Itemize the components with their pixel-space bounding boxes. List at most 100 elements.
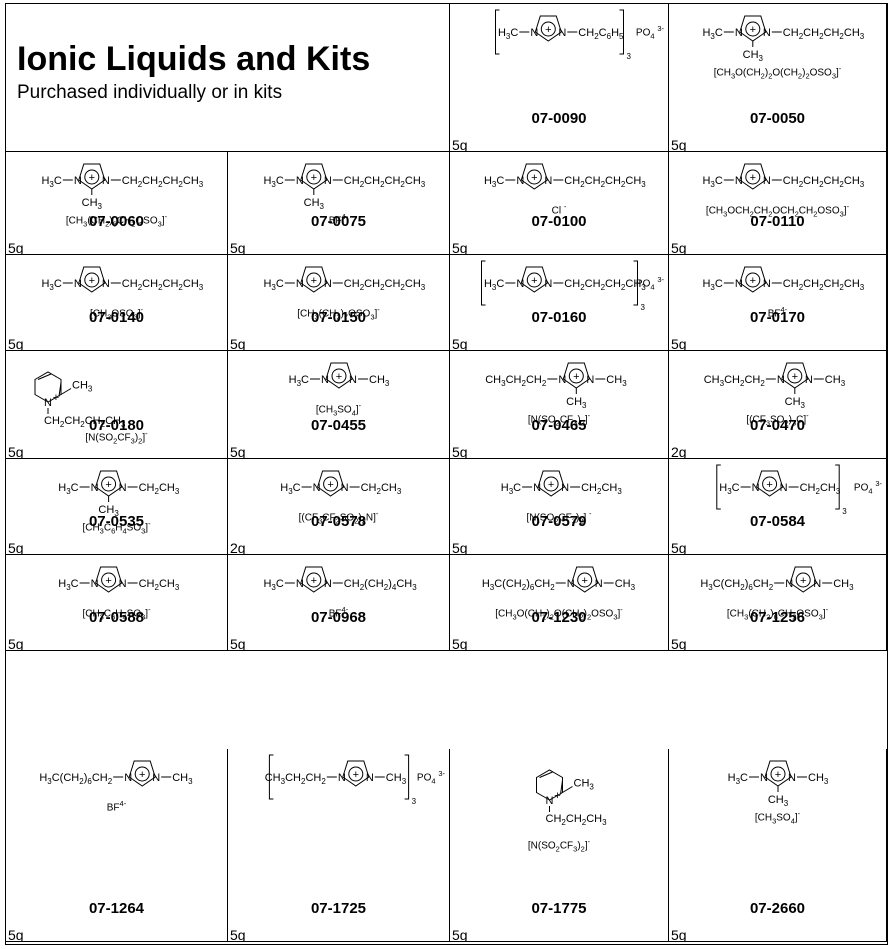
product-code: 07-0060 — [88, 213, 145, 230]
plus-sign: + — [327, 479, 333, 491]
right-substituent: CH3 — [833, 578, 854, 592]
package-size: 5g — [452, 927, 468, 942]
package-size: 5g — [671, 636, 687, 651]
package-size: 5g — [8, 336, 24, 351]
nitrogen-label: N — [324, 175, 332, 187]
product-code: 07-0170 — [749, 309, 806, 326]
stoichiometry-subscript: 3 — [412, 797, 417, 806]
plus-sign: + — [581, 575, 587, 587]
product-code: 07-0535 — [88, 513, 145, 530]
imidazolium-ring — [78, 266, 106, 293]
positive-charge-icon — [348, 766, 364, 782]
product-code: 07-0578 — [310, 513, 367, 530]
right-substituent: CH2CH3 — [139, 482, 180, 496]
nitrogen-label: N — [533, 482, 541, 494]
nitrogen-label: N — [595, 578, 603, 590]
imidazolium-ring — [520, 266, 548, 293]
positive-charge-icon — [543, 476, 559, 492]
anion-formula: [CH3(CH2)6CH2OSO3]- — [65, 212, 168, 229]
anion-formula: PO4 3- — [635, 275, 664, 292]
nitrogen-label: N — [124, 772, 132, 784]
nitrogen-label: N — [785, 578, 793, 590]
anion-formula: [(CF3CF2SO2)2N]- — [298, 509, 379, 526]
anion-formula: [CH3SO4]- — [315, 401, 362, 418]
plus-sign: + — [750, 172, 756, 184]
nitrogen-label: N — [119, 578, 127, 590]
product-code: 07-0050 — [749, 110, 806, 127]
left-substituent: H3C — [719, 482, 739, 496]
imidazolium-ring — [562, 362, 590, 389]
nitrogen-label: N — [763, 278, 771, 290]
package-size: 5g — [671, 240, 687, 255]
methyl-substituent: CH3 — [566, 396, 587, 410]
plus-sign: + — [139, 769, 145, 781]
right-substituent: CH2CH2CH2CH3 — [783, 27, 865, 41]
right-substituent: CH2CH2CH2CH3 — [344, 278, 426, 292]
package-size: 5g — [452, 444, 468, 459]
positive-charge-icon — [762, 476, 778, 492]
left-substituent: H3C(CH2)6CH2 — [39, 772, 112, 786]
imidazolium-ring — [342, 760, 370, 787]
imidazolium-ring — [781, 362, 809, 389]
page-title: Ionic Liquids and Kits — [17, 40, 371, 78]
right-substituent: CH2CH3 — [361, 482, 402, 496]
imidazolium-ring — [520, 163, 548, 190]
left-substituent: H3C(CH2)6CH2 — [482, 578, 555, 592]
package-size: 5g — [671, 927, 687, 942]
left-substituent: H3C — [41, 175, 61, 189]
plus-sign: + — [105, 479, 111, 491]
positive-charge-icon — [84, 169, 100, 185]
anion-formula: Cl - — [551, 202, 567, 217]
nitrogen-label: N — [763, 175, 771, 187]
imidazolium-ring — [128, 760, 156, 787]
nitrogen-label: N — [516, 278, 524, 290]
alkyl-chain: CH2CH2CH3 — [546, 813, 608, 827]
plus-sign: + — [800, 575, 806, 587]
anion-formula: [CH3(CH2)7OSO3]- — [297, 305, 380, 322]
right-substituent: CH2C6H5 — [578, 27, 624, 41]
imidazolium-ring — [739, 266, 767, 293]
package-size: 5g — [8, 444, 24, 459]
methyl-substituent: CH3 — [72, 380, 93, 394]
alkyl-chain: CH2CH2CH2CH3 — [44, 415, 126, 429]
left-substituent: CH3CH2CH2 — [704, 374, 766, 388]
methyl-substituent: CH3 — [573, 778, 594, 792]
bracket: 3 — [716, 464, 847, 516]
product-code: 07-0090 — [531, 110, 587, 127]
nitrogen-label: N — [44, 397, 52, 409]
imidazolium-ring — [300, 266, 328, 293]
plus-sign: + — [554, 790, 560, 802]
imidazolium-ring — [764, 760, 792, 787]
nitrogen-label: N — [777, 374, 785, 386]
pyridine-ring — [536, 769, 563, 801]
product-code: 07-0110 — [750, 213, 805, 230]
page-subtitle: Purchased individually or in kits — [17, 82, 283, 103]
product-code: 07-1256 — [749, 609, 806, 626]
imidazolium-ring — [571, 566, 599, 593]
left-substituent: H3C — [263, 278, 283, 292]
anion-formula: [CH3O(CH2)2O(CH2)2OSO3]- — [713, 64, 842, 81]
